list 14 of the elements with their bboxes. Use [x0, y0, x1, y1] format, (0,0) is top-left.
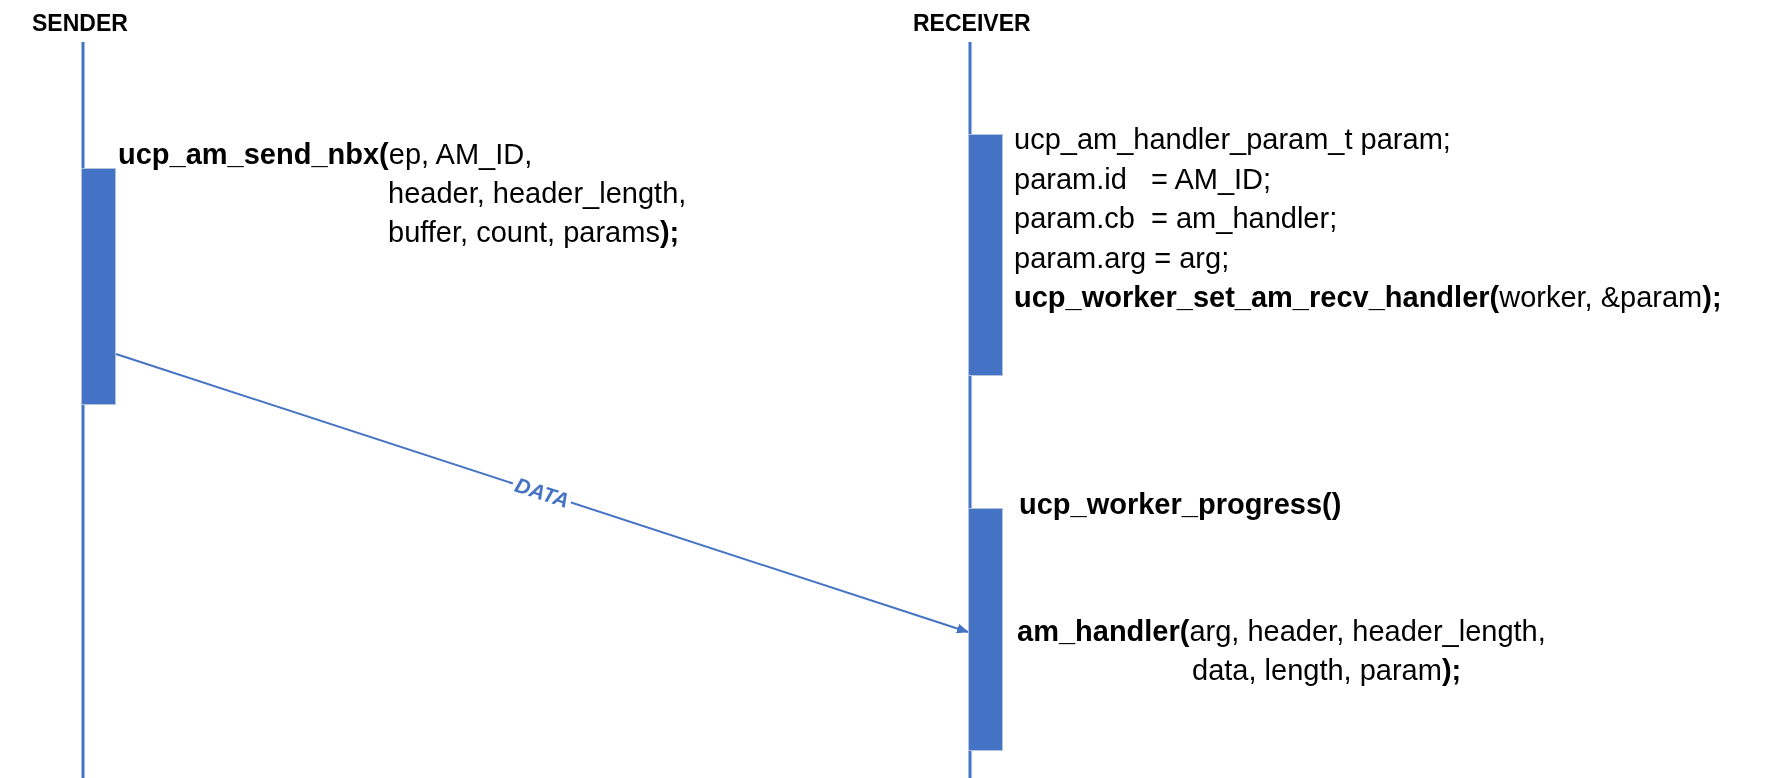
- lifeline-title: RECEIVER: [913, 10, 1031, 37]
- code-text: param.arg = arg;: [1014, 240, 1230, 276]
- activation-bar: [968, 508, 1003, 751]
- code-text: ucp_worker_set_am_recv_handler(worker, &param);: [1014, 280, 1722, 315]
- code-text: ucp_worker_progress(): [1019, 487, 1342, 522]
- activation-bar: [81, 168, 116, 405]
- activation-bar: [968, 134, 1003, 376]
- lifeline-title: SENDER: [32, 10, 128, 37]
- code-text: ucp_am_send_nbx(ep, AM_ID, header, header_length, buffer, count, params);: [118, 137, 688, 250]
- code-text: am_handler(arg, header, header_length, data, length, param);: [1017, 614, 1547, 688]
- code-text: param.cb = am_handler;: [1014, 201, 1338, 236]
- arrow: [115, 353, 969, 634]
- code-text: param.id = AM_ID;: [1014, 161, 1272, 197]
- code-text: ucp_am_handler_param_t param;: [1014, 122, 1451, 157]
